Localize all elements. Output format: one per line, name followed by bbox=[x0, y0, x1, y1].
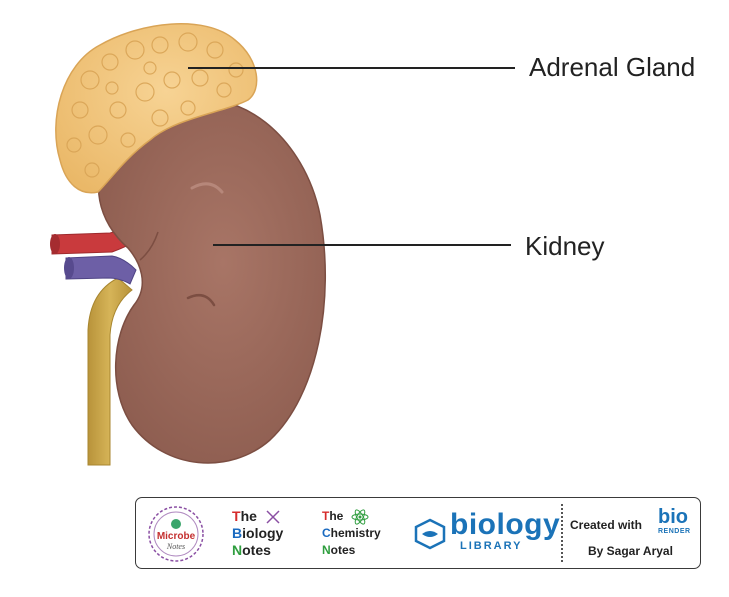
author-credit: By Sagar Aryal bbox=[588, 544, 673, 558]
chem-line2-rest: hemistry bbox=[330, 526, 381, 540]
dna-icon bbox=[266, 510, 280, 524]
chemistry-notes-logo[interactable]: The Chemistry Notes bbox=[322, 508, 402, 564]
book-icon bbox=[414, 518, 446, 550]
adrenal-gland-label: Adrenal Gland bbox=[529, 52, 696, 82]
renal-vein bbox=[65, 255, 137, 285]
kidney-label: Kidney bbox=[525, 231, 605, 261]
chem-line3-first: N bbox=[322, 543, 331, 557]
ureter bbox=[87, 277, 133, 466]
credits-footer: Microbe Notes The Biology Notes The Chem… bbox=[135, 497, 701, 569]
adrenal-gland bbox=[55, 23, 258, 194]
created-with-text: Created with bbox=[570, 518, 643, 532]
bio-line3-rest: otes bbox=[242, 542, 271, 558]
biorender-sub: RENDER bbox=[658, 528, 691, 535]
bio-the-rest: he bbox=[240, 508, 257, 524]
chem-line3-rest: otes bbox=[330, 543, 356, 557]
vein-end bbox=[64, 257, 74, 279]
biology-library-word: biology bbox=[450, 508, 561, 541]
bio-line2-rest: iology bbox=[242, 525, 284, 541]
biorender-word: bio bbox=[658, 506, 688, 528]
chem-the-rest: he bbox=[329, 509, 344, 523]
biology-library-sub: LIBRARY bbox=[460, 540, 523, 552]
adrenal-texture bbox=[66, 32, 244, 178]
footer-divider bbox=[561, 504, 563, 562]
microbe-notes-line2: Notes bbox=[166, 542, 186, 551]
atom-icon bbox=[351, 509, 369, 525]
artery-end bbox=[50, 234, 60, 254]
biology-notes-logo[interactable]: The Biology Notes bbox=[232, 508, 312, 564]
chem-line2-first: C bbox=[322, 526, 331, 540]
bio-the-first: T bbox=[232, 508, 241, 524]
chem-the-first: T bbox=[322, 509, 330, 523]
bio-line3-first: N bbox=[232, 542, 243, 558]
microbe-notes-line1: Microbe bbox=[156, 531, 196, 542]
microbe-notes-logo[interactable]: Microbe Notes bbox=[146, 504, 206, 564]
biology-library-logo[interactable]: biology LIBRARY bbox=[414, 508, 560, 556]
microbe-icon bbox=[148, 506, 204, 562]
bio-line2-first: B bbox=[232, 525, 243, 541]
